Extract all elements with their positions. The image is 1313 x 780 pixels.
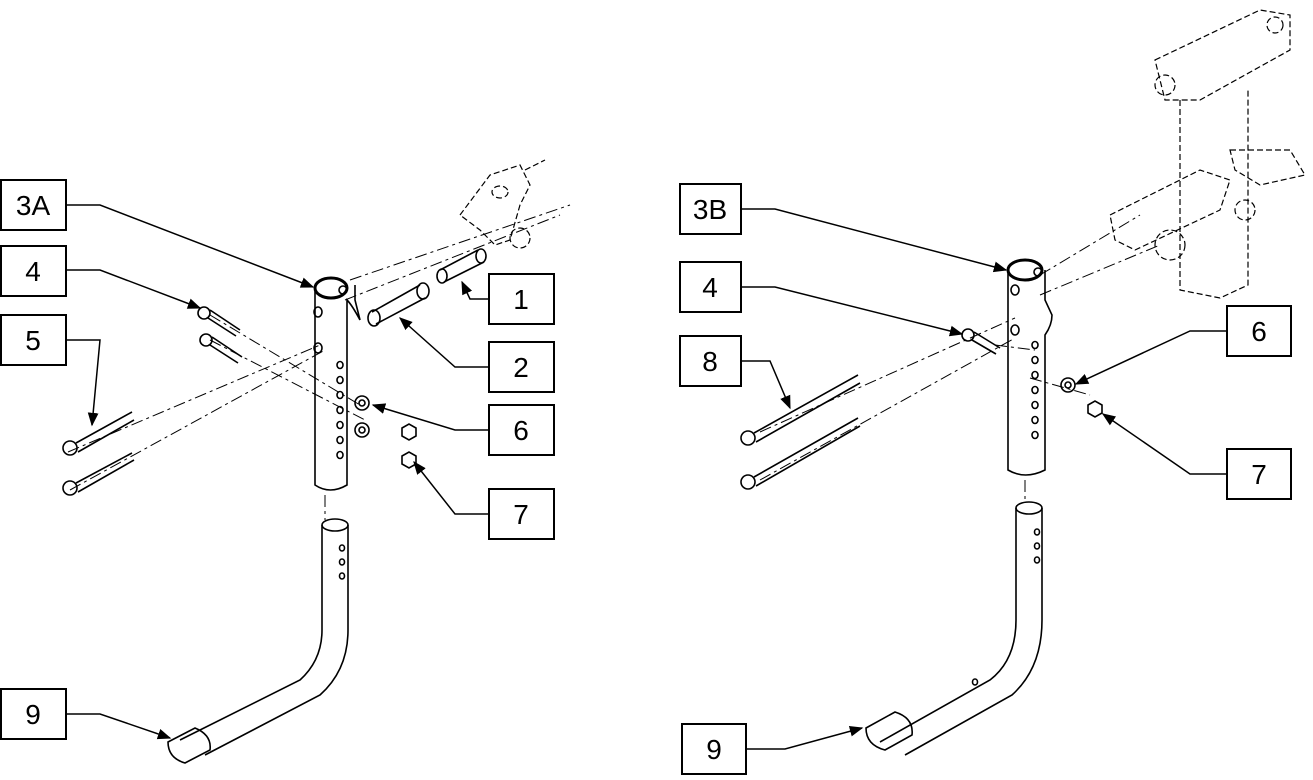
right-screw-long-lower — [740, 417, 861, 490]
left-frame-outline — [459, 159, 546, 249]
right-screw-short — [961, 328, 1001, 355]
callout-2-label: 2 — [513, 352, 529, 383]
left-screw-long-upper — [62, 411, 135, 456]
callout-6-left-label: 6 — [513, 415, 529, 446]
left-assembly — [62, 159, 571, 764]
callout-1-label: 1 — [513, 284, 529, 315]
leader-4-right — [741, 286, 964, 337]
leader-7-right — [1101, 413, 1227, 475]
callout-8-label: 8 — [702, 346, 718, 377]
right-assembly — [740, 9, 1306, 756]
right-washer — [1060, 377, 1076, 393]
callout-1: 1 — [488, 273, 555, 325]
left-footrest-hanger — [167, 518, 349, 764]
left-nuts — [401, 423, 417, 469]
right-upright-post — [1006, 258, 1053, 476]
callout-7-right-label: 7 — [1251, 459, 1267, 490]
callout-4-left: 4 — [0, 245, 67, 297]
callout-3a-label: 3A — [16, 190, 51, 221]
callout-5: 5 — [0, 314, 67, 366]
leader-5 — [66, 339, 101, 427]
right-screw-long-upper — [740, 374, 861, 446]
callout-3b: 3B — [679, 183, 742, 235]
callout-7-left-label: 7 — [513, 499, 529, 530]
right-callouts: 3B 4 8 9 6 7 — [679, 183, 1292, 775]
callout-9-left: 9 — [0, 688, 67, 740]
leader-6-left — [371, 403, 489, 431]
callout-7-left: 7 — [488, 488, 555, 540]
left-spacer-2 — [367, 282, 430, 327]
callout-9-right-label: 9 — [706, 734, 722, 765]
leader-4-left — [66, 269, 202, 309]
left-upright-post — [313, 276, 361, 491]
leader-8 — [741, 360, 791, 410]
callout-8: 8 — [679, 335, 742, 387]
callout-6-right-label: 6 — [1251, 316, 1267, 347]
right-leaders — [741, 208, 1227, 750]
leader-7-left — [413, 460, 489, 515]
leader-2 — [398, 317, 489, 368]
leader-6-right — [1074, 330, 1227, 385]
left-screw-short-lower — [199, 333, 243, 364]
leader-1 — [461, 280, 489, 300]
callout-7-right: 7 — [1226, 448, 1292, 500]
right-frame-outline — [1109, 9, 1306, 299]
callout-4-right-label: 4 — [702, 272, 718, 303]
callout-3b-label: 3B — [693, 194, 727, 225]
leader-3b — [741, 208, 1008, 273]
left-leaders — [66, 204, 489, 740]
right-centerlines — [759, 214, 1161, 500]
callout-9-right: 9 — [681, 723, 747, 775]
callout-5-label: 5 — [25, 325, 41, 356]
callout-2: 2 — [488, 341, 555, 393]
leader-9-left — [66, 713, 172, 740]
left-spacer-1 — [436, 248, 487, 284]
right-nut — [1087, 400, 1103, 418]
callout-3a: 3A — [0, 179, 67, 231]
leader-3a — [66, 204, 315, 288]
callout-6-right: 6 — [1226, 305, 1292, 357]
left-washers — [354, 395, 370, 438]
left-screw-short-upper — [197, 306, 241, 337]
callout-4-right: 4 — [679, 261, 742, 313]
callout-9-left-label: 9 — [25, 699, 41, 730]
callout-4-left-label: 4 — [25, 256, 41, 287]
left-callouts: 3A 4 5 9 1 2 6 7 — [0, 179, 555, 740]
leader-9-right — [746, 725, 864, 750]
right-footrest-hanger — [865, 501, 1043, 756]
callout-6-left: 6 — [488, 404, 555, 456]
left-screw-long-lower — [62, 452, 135, 496]
